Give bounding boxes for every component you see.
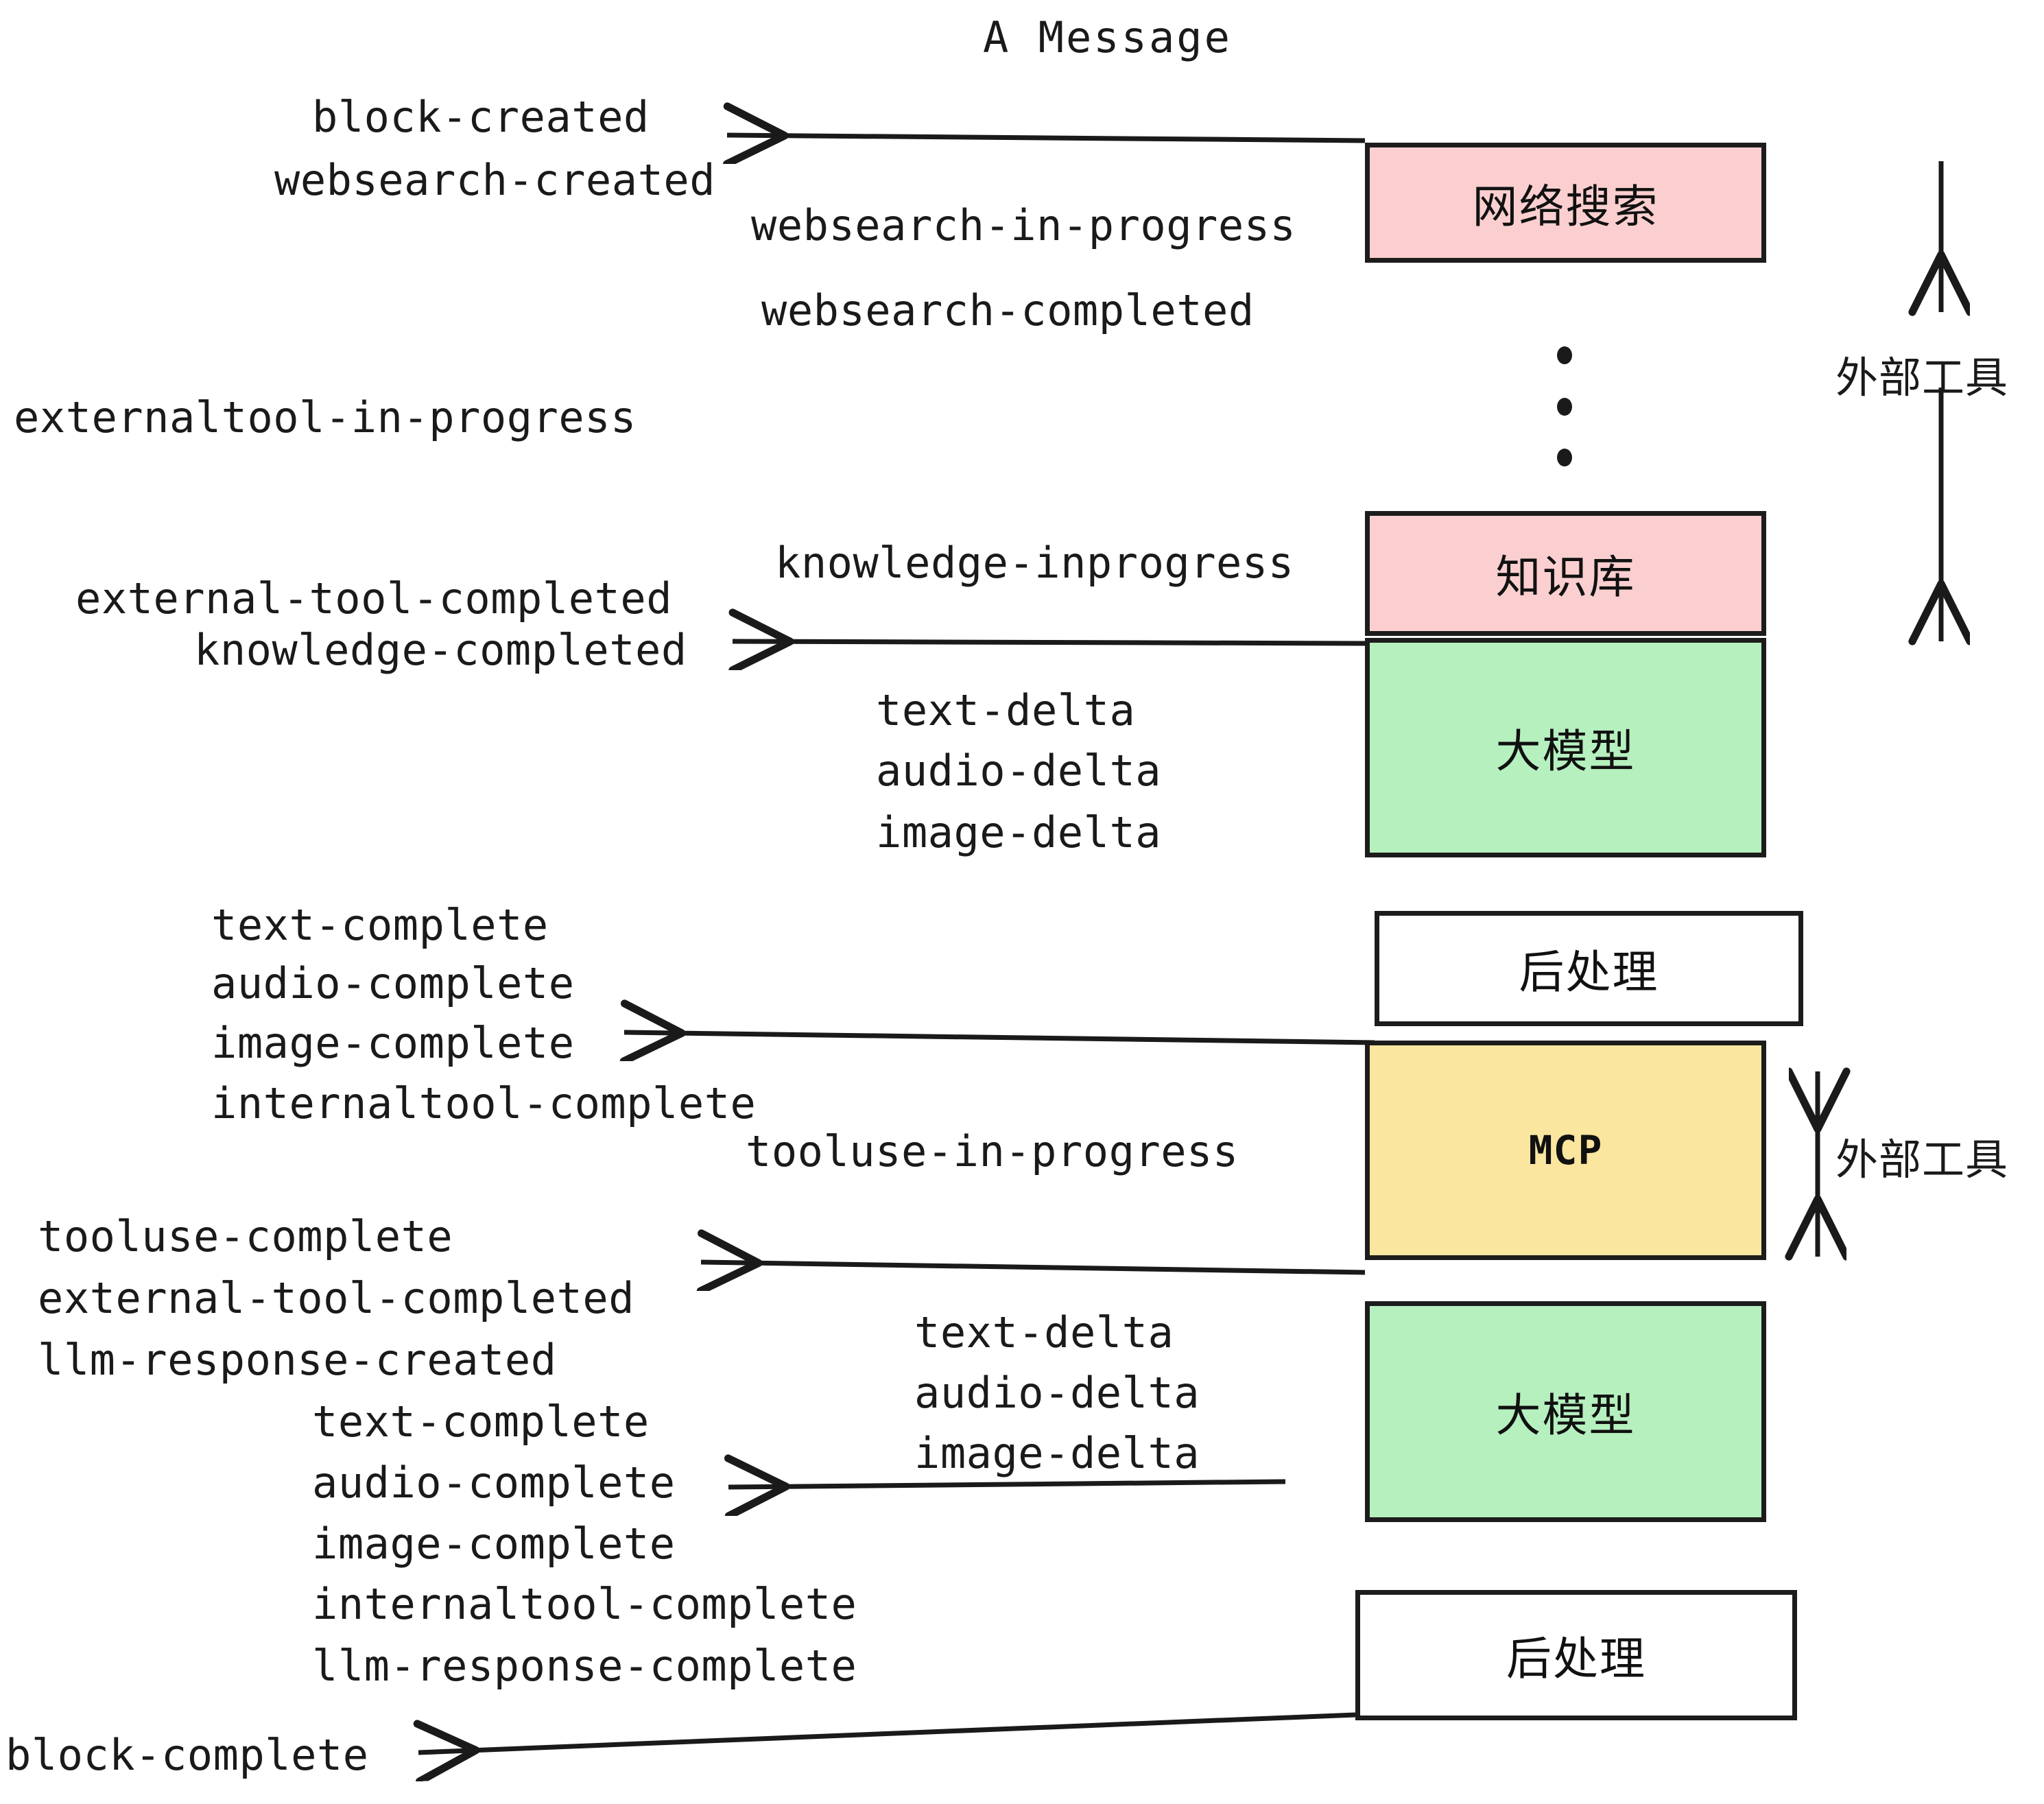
component-box-2[interactable]: 大模型 (1365, 638, 1766, 857)
event-audio-delta-1: audio-delta (876, 746, 1162, 796)
arrow-websearch-to-block-created (727, 135, 1366, 141)
event-audio-complete-2: audio-complete (312, 1458, 676, 1508)
event-knowledge-inprogress: knowledge-inprogress (775, 538, 1294, 588)
event-knowledge-completed: knowledge-completed (194, 625, 687, 675)
arrow-llm-to-knowledge-completed (733, 641, 1366, 643)
event-block-created: block-created (312, 92, 650, 142)
component-box-6[interactable]: 后处理 (1355, 1590, 1797, 1720)
event-block-complete: block-complete (5, 1730, 369, 1780)
event-external-tool-completed-1: external-tool-completed (75, 573, 673, 624)
vertical-ellipsis-icon (1557, 346, 1572, 466)
event-image-delta-1: image-delta (876, 807, 1162, 857)
arrow-postprocess-to-image-complete (624, 1032, 1375, 1043)
event-text-delta-1: text-delta (876, 685, 1136, 735)
arrow-mcp-to-tooluse-complete (701, 1262, 1366, 1272)
event-internaltool-complete-1: internaltool-complete (211, 1078, 757, 1128)
component-box-5[interactable]: 大模型 (1365, 1301, 1766, 1522)
event-image-delta-2: image-delta (914, 1428, 1200, 1478)
component-box-1[interactable]: 知识库 (1365, 511, 1766, 636)
component-box-0[interactable]: 网络搜索 (1365, 143, 1766, 263)
event-llm-response-complete: llm-response-complete (312, 1641, 857, 1691)
event-audio-complete-1: audio-complete (211, 958, 575, 1008)
event-image-complete-1: image-complete (211, 1018, 575, 1068)
component-box-3[interactable]: 后处理 (1375, 911, 1803, 1026)
event-websearch-created: websearch-created (274, 155, 716, 205)
event-internaltool-complete-2: internaltool-complete (312, 1579, 857, 1629)
component-box-4[interactable]: MCP (1365, 1041, 1766, 1260)
event-tooluse-complete: tooluse-complete (38, 1211, 453, 1261)
external-tool-label-1: 外部工具 (1835, 1135, 2009, 1185)
arrow-llm2-to-audio-complete (728, 1482, 1286, 1487)
page-title: A Message (983, 12, 1232, 62)
event-text-complete-1: text-complete (211, 900, 549, 950)
event-audio-delta-2: audio-delta (914, 1368, 1200, 1418)
event-websearch-in-progress: websearch-in-progress (751, 200, 1296, 250)
external-tool-label-0: 外部工具 (1835, 353, 2009, 403)
event-text-delta-2: text-delta (914, 1307, 1174, 1357)
arrow-postprocess-to-block-complete (418, 1712, 1356, 1753)
event-externaltool-in-progress: externaltool-in-progress (14, 392, 637, 442)
event-llm-response-created: llm-response-created (38, 1335, 557, 1385)
event-tooluse-in-progress: tooluse-in-progress (746, 1126, 1239, 1176)
event-image-complete-2: image-complete (312, 1519, 676, 1569)
event-text-complete-2: text-complete (312, 1397, 650, 1447)
event-external-tool-completed-2: external-tool-completed (38, 1273, 635, 1323)
event-websearch-completed: websearch-completed (761, 285, 1255, 335)
